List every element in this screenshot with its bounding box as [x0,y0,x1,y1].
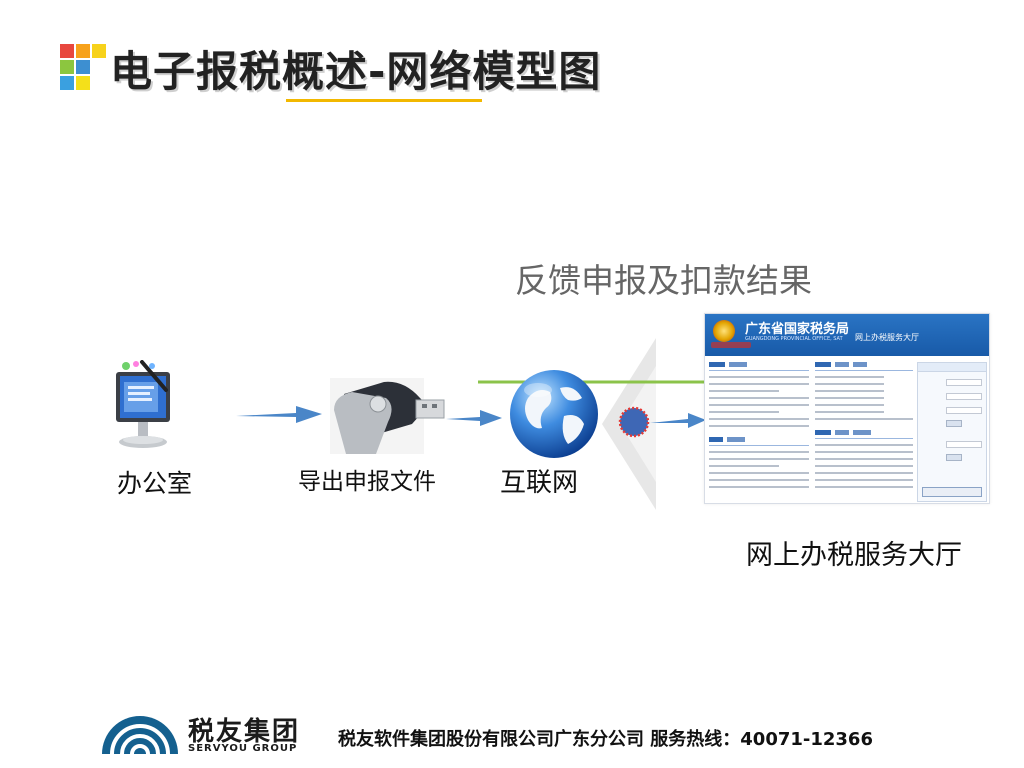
website-subtitle: GUANGDONG PROVINCIAL OFFICE, SAT [745,336,843,342]
website-body [705,358,989,503]
feedback-label: 反馈申报及扣款结果 [515,261,812,300]
arrow-export-to-internet [446,410,502,426]
title-underline [286,99,482,102]
website-login-panel [917,362,987,502]
arrow-office-to-export [236,406,322,423]
diagram-connectors [478,338,706,510]
website-news-column [709,362,809,493]
brand-name-cn: 税友集团 [188,717,301,747]
website-service-column [815,362,913,493]
usb-drive-icon [330,378,445,454]
website-logo-mark [711,342,751,348]
node-label-service-hall: 网上办税服务大厅 [746,540,962,571]
computer-monitor-icon [116,360,170,448]
brand-name-en: SERVYOU GROUP [188,743,298,754]
website-screenshot: 广东省国家税务局 GUANGDONG PROVINCIAL OFFICE, SA… [704,313,990,504]
arrow-to-website [650,413,706,428]
website-section: 网上办税服务大厅 [855,333,919,342]
website-header: 广东省国家税务局 GUANGDONG PROVINCIAL OFFICE, SA… [705,314,989,356]
node-label-office: 办公室 [117,469,193,498]
page-title: 电子报税概述-网络模型图 [110,47,602,96]
node-label-internet: 互联网 [500,468,579,498]
globe-icon [510,370,598,458]
servyou-logo-icon [102,716,178,754]
data-packet-icon [618,406,650,438]
logo-color-grid-icon [60,44,106,90]
footer-company-hotline: 税友软件集团股份有限公司广东分公司 服务热线：40071-12366 [338,729,873,750]
node-label-export: 导出申报文件 [298,469,436,495]
website-title: 广东省国家税务局 [745,322,850,337]
tax-emblem-icon [713,320,735,342]
